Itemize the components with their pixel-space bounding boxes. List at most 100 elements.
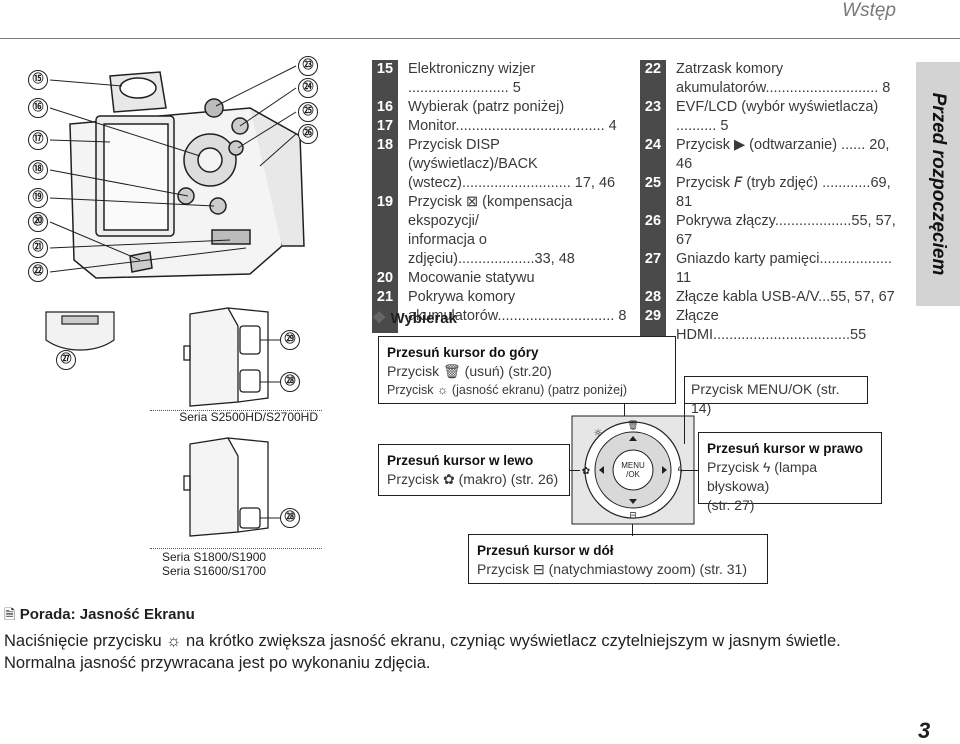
connector-cover-b-drawing [183,437,280,537]
item-number: 22 [640,60,666,79]
callout-22: ㉒ [28,262,48,282]
wybierak-title: Wybierak [390,310,457,327]
right-line-1: Przycisk ϟ (lampa błyskowa) [707,459,818,494]
connector-cover-b: ㉘ [176,436,306,540]
up-line-1: Przycisk 🗑 (usuń) (str.20) [387,363,552,379]
callout-25: ㉕ [298,102,318,122]
callout-28-a: ㉘ [280,372,300,392]
callout-26: ㉖ [298,124,318,144]
item-text-cont: informacja o zdjęciu)...................… [408,232,575,267]
parts-list-2: 22 Zatrzask komory akumulatorów..........… [640,60,900,345]
parts-list-1: 15 Elektroniczny wizjer .................… [372,60,630,333]
selector-pad-drawing: MENU /OK 🗑 ☼ ✿ ϟ ⊟ [571,415,695,525]
item-number: 16 [372,98,398,117]
item-text: Przycisk 𝘍 (tryb zdjęć) ............69, … [676,175,891,210]
callout-23: ㉓ [298,56,318,76]
item-number: 17 [372,117,398,136]
menu-ok-label: Przycisk MENU/OK (str. 14) [691,381,840,416]
svg-text:🗑: 🗑 [627,420,638,431]
item-text: Pokrywa komory [408,289,516,305]
item-number: 27 [640,250,666,288]
series-b-caption-2: Seria S1600/S1700 [162,564,267,578]
tip-body: Naciśnięcie przycisku ☼ na krótko zwięks… [4,632,841,672]
callout-15: ⑮ [28,70,48,90]
leader-menu [684,404,685,444]
item-text: Wybierak (patrz poniżej) [408,99,565,115]
item-text-cont: akumulatorów............................… [676,80,891,96]
header-rule [0,38,960,39]
series-b-rule [150,548,322,549]
menu-ok-box: Przycisk MENU/OK (str. 14) [684,376,868,416]
down-line-1: Przycisk ⊟ (natychmiastowy zoom) (str. 3… [477,561,748,577]
leader-left [570,470,580,471]
tip-title: Porada: Jasność Ekranu [19,606,195,623]
item-number: 21 [372,288,398,307]
svg-text:☼: ☼ [594,428,603,439]
card-slot-detail: ㉗ [40,310,120,370]
item-text-cont: akumulatorów............................… [408,308,627,324]
item-number: 23 [640,98,666,136]
item-number: 15 [372,60,398,98]
item-text-cont: (wstecz)........................... 17, … [408,175,616,191]
side-tab: Przed rozpoczęciem [916,62,960,306]
svg-text:⊟: ⊟ [629,511,637,521]
card-slot-drawing [45,311,115,351]
item-text: Przycisk ▶ (odtwarzanie) ...... 20, 46 [676,137,890,172]
camera-illustration: ⑮ ⑯ ⑰ ⑱ ⑲ ⑳ ㉑ ㉒ ㉓ ㉔ ㉕ ㉖ [0,46,340,296]
right-line-2: (str. 27) [707,497,755,513]
item-text: Monitor.................................… [408,118,617,134]
svg-text:MENU: MENU [621,461,645,470]
item-text: Złącze HDMI.............................… [676,308,867,343]
wybierak-up-box: Przesuń kursor do góry Przycisk 🗑 (usuń)… [378,336,676,404]
item-number: 18 [372,136,398,174]
up-heading: Przesuń kursor do góry [387,345,539,360]
item-text: Pokrywa złączy...................55, 57,… [676,213,896,248]
wybierak-icon: ❖ [372,310,387,327]
leader-down [632,524,633,536]
item-text: Zatrzask komory [676,61,784,77]
item-text: Mocowanie statywu [408,270,535,286]
callout-27: ㉗ [56,350,76,370]
item-number: 25 [640,174,666,212]
wybierak-down-box: Przesuń kursor w dół Przycisk ⊟ (natychm… [468,534,768,584]
item-text: Elektroniczny wizjer ...................… [408,61,536,96]
section-header: Wstęp [842,0,896,21]
wybierak-left-box: Przesuń kursor w lewo Przycisk ✿ (makro)… [378,444,570,496]
item-text: Gniazdo karty pamięci.................. … [676,251,892,286]
item-text: Przycisk ⊠ (kompensacja ekspozycji/ [408,194,573,229]
down-heading: Przesuń kursor w dół [477,543,614,558]
item-text: Złącze kabla USB-A/V...55, 57, 67 [676,289,895,305]
svg-text:✿: ✿ [582,466,590,477]
connector-cover-a: ㉙ ㉘ [176,306,306,410]
left-line-1: Przycisk ✿ (makro) (str. 26) [387,471,559,487]
item-number: 24 [640,136,666,174]
callout-19: ⑲ [28,188,48,208]
page-number: 3 [918,718,931,743]
leader-right [682,470,698,471]
wybierak-right-box: Przesuń kursor w prawo Przycisk ϟ (lampa… [698,432,882,513]
callout-20: ⑳ [28,212,48,232]
callout-28-b: ㉘ [280,508,300,528]
svg-text:ϟ: ϟ [677,466,684,477]
callout-16: ⑯ [28,98,48,118]
tip-title-row: 🗎 Porada: Jasność Ekranu [4,604,195,628]
series-b-caption-1: Seria S1800/S1900 [162,550,267,564]
tip-icon: 🗎 [4,606,16,622]
series-a-caption: Seria S2500HD/S2700HD [179,410,318,424]
leader-up [624,404,625,416]
item-number: 20 [372,269,398,288]
connector-cover-a-drawing [183,307,280,407]
svg-text:/OK: /OK [626,470,640,479]
item-text: EVF/LCD (wybór wyświetlacza) .......... … [676,99,879,134]
callout-21: ㉑ [28,238,48,258]
item-number: 26 [640,212,666,250]
selector-pad: MENU /OK 🗑 ☼ ✿ ϟ ⊟ [570,414,696,526]
item-number: 19 [372,193,398,231]
wybierak-title-row: ❖ Wybierak [372,308,457,328]
item-text: Przycisk DISP (wyświetlacz)/BACK [408,137,538,172]
callout-29: ㉙ [280,330,300,350]
series-a-rule [150,410,322,411]
up-line-2: Przycisk ☼ (jasność ekranu) (patrz poniż… [387,383,628,397]
side-tab-label: Przed rozpoczęciem [928,92,949,276]
item-number: 28 [640,288,666,307]
